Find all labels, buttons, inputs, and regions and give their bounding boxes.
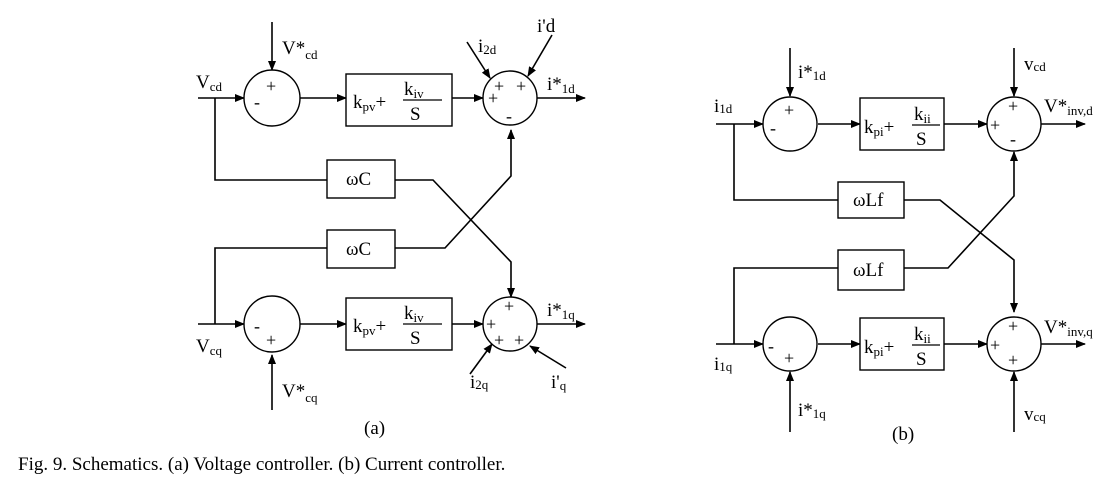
a-wc-bottom-block xyxy=(326,229,396,269)
a-q-pi-kp: kpv+ xyxy=(353,316,386,338)
b-panel-label: (b) xyxy=(892,424,914,445)
a-wc-top-label: ωC xyxy=(346,169,371,190)
a-i2d-arrow xyxy=(466,41,491,79)
a-q-pi-ki: kiv xyxy=(404,303,424,325)
a-iqp-label: i'q xyxy=(551,372,567,393)
a-d-pi-kp: kpv+ xyxy=(353,92,386,114)
b-vcd-label: vcd xyxy=(1024,54,1046,75)
a-q-sj1-sign-left: - xyxy=(254,316,260,336)
a-idp-label: i'd xyxy=(537,16,556,37)
a-top-feedback-path xyxy=(214,98,327,181)
b-d-pi-s: S xyxy=(916,129,927,150)
a-i2d-label: i2d xyxy=(478,36,497,57)
b-wlf-top-block xyxy=(837,181,905,219)
a-d-sj1-sign-left: - xyxy=(254,92,260,112)
b-q-sj2-sign-left: + xyxy=(990,335,1000,355)
b-i1q-input-label: i1q xyxy=(714,354,733,375)
a-d-sum-junction-2 xyxy=(482,70,538,126)
b-i1q-ref-label: i*1q xyxy=(798,400,826,421)
a-q-sj2-sign-1: + xyxy=(504,296,514,316)
a-q-sj1-sign-bottom: + xyxy=(266,330,276,350)
a-vcq-ref-label: V*cq xyxy=(282,381,318,405)
a-q-sum-junction-2 xyxy=(482,296,538,352)
a-d-sj2-sign-3: + xyxy=(516,76,526,96)
a-idp-arrow xyxy=(527,34,553,77)
b-q-sj2-sign-bottom: + xyxy=(1008,350,1018,370)
a-i2q-label: i2q xyxy=(470,372,489,393)
b-d-sj2-sign-bottom: - xyxy=(1010,129,1016,149)
a-vcq-input-label: Vcq xyxy=(196,336,223,358)
a-q-sj2-sign-2: + xyxy=(486,314,496,334)
b-bottom-feedback-path xyxy=(733,267,838,344)
b-q-pi-block xyxy=(859,317,945,371)
a-d-sj2-sign-2: + xyxy=(494,76,504,96)
b-d-sj1-sign-left: - xyxy=(770,118,776,138)
b-d-sum-junction-2 xyxy=(986,96,1042,152)
b-q-pi-s: S xyxy=(916,349,927,370)
panel-b: kpi+ kii S kpi+ kii S ωLf ωLf + - + + - … xyxy=(714,48,1093,445)
b-wlf-bottom-label: ωLf xyxy=(853,260,884,281)
a-q-sum-junction-1 xyxy=(243,295,301,353)
a-wc-bottom-label: ωC xyxy=(346,239,371,260)
b-d-sum-junction-1 xyxy=(762,96,818,152)
a-q-sj2-sign-3: + xyxy=(494,330,504,350)
a-d-pi-ki: kiv xyxy=(404,79,424,101)
b-top-feedback-path xyxy=(733,124,838,201)
b-q-sj1-sign-left: - xyxy=(768,336,774,356)
b-bottom-cross-path xyxy=(904,151,1018,269)
a-q-pi-s: S xyxy=(410,328,421,349)
a-d-sj2-sign-4: - xyxy=(506,106,512,126)
b-q-pi-kp: kpi+ xyxy=(864,337,894,359)
a-top-cross-path xyxy=(395,179,515,298)
panel-a: kpv+ kiv S kpv+ kiv S ωC ωC + - + + + - … xyxy=(196,16,586,439)
b-q-sj1-sign-bottom: + xyxy=(784,348,794,368)
a-i2q-arrow xyxy=(469,343,493,375)
a-vcd-input-label: Vcd xyxy=(196,72,223,94)
a-d-sum-junction-1 xyxy=(243,69,301,127)
a-iqp-arrow xyxy=(529,345,567,369)
a-i1q-output-label: i*1q xyxy=(547,300,575,322)
a-vcd-ref-label: V*cd xyxy=(282,38,318,62)
b-d-pi-ki: kii xyxy=(914,104,931,126)
b-q-sum-junction-1 xyxy=(762,316,818,372)
b-i1d-input-label: i1d xyxy=(714,96,733,117)
a-panel-label: (a) xyxy=(364,418,385,439)
b-q-sj2-sign-top: + xyxy=(1008,316,1018,336)
b-d-pi-block xyxy=(859,97,945,151)
b-vcq-label: vcq xyxy=(1024,404,1046,425)
b-vinvq-output-label: V*inv,q xyxy=(1044,317,1093,339)
a-d-pi-s: S xyxy=(410,104,421,125)
b-q-pi-ki: kii xyxy=(914,324,931,346)
b-wlf-bottom-block xyxy=(837,249,905,291)
b-d-sj2-sign-top: + xyxy=(1008,96,1018,116)
b-q-sum-junction-2 xyxy=(986,316,1042,372)
b-wlf-top-label: ωLf xyxy=(853,190,884,211)
b-d-pi-kp: kpi+ xyxy=(864,117,894,139)
figure-caption: Fig. 9. Schematics. (a) Voltage controll… xyxy=(18,454,505,475)
a-d-sj2-sign-1: + xyxy=(488,88,498,108)
a-q-sj2-sign-4: + xyxy=(514,330,524,350)
b-vinvd-output-label: V*inv,d xyxy=(1044,96,1093,118)
a-i1d-output-label: i*1d xyxy=(547,74,575,96)
b-d-sj2-sign-left: + xyxy=(990,115,1000,135)
b-d-sj1-sign-top: + xyxy=(784,100,794,120)
a-wc-top-block xyxy=(326,159,396,199)
b-i1d-ref-label: i*1d xyxy=(798,62,826,83)
a-bottom-feedback-path xyxy=(214,247,327,324)
a-d-sj1-sign-top: + xyxy=(266,76,276,96)
a-bottom-cross-path xyxy=(395,129,515,249)
b-top-cross-path xyxy=(904,199,1018,313)
